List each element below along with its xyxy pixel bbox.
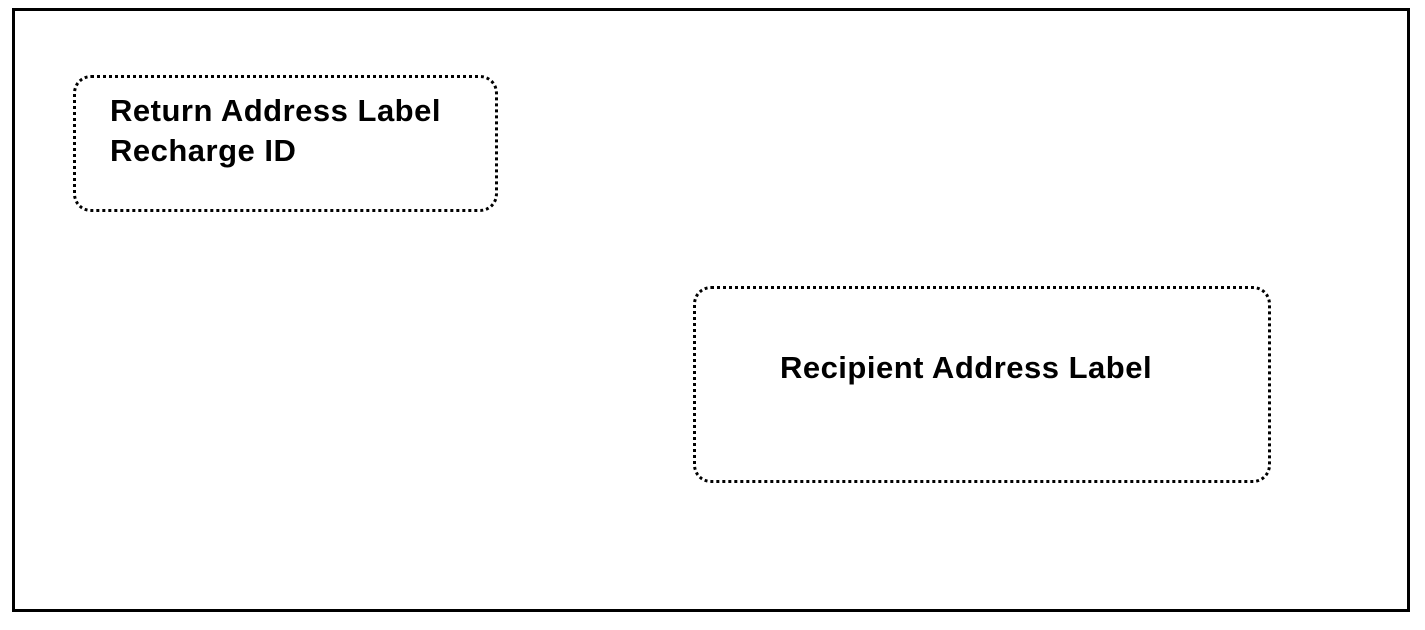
recipient-address-label-text: Recipient Address Label: [779, 350, 1153, 385]
envelope-outline: Return Address Label Recharge ID Recipie…: [12, 8, 1410, 612]
recipient-address-label-box: Recipient Address Label: [693, 286, 1271, 483]
return-address-label-box: Return Address Label Recharge ID: [73, 75, 498, 212]
return-address-label-text: Return Address Label: [110, 93, 441, 128]
recharge-id-text: Recharge ID: [110, 133, 297, 168]
